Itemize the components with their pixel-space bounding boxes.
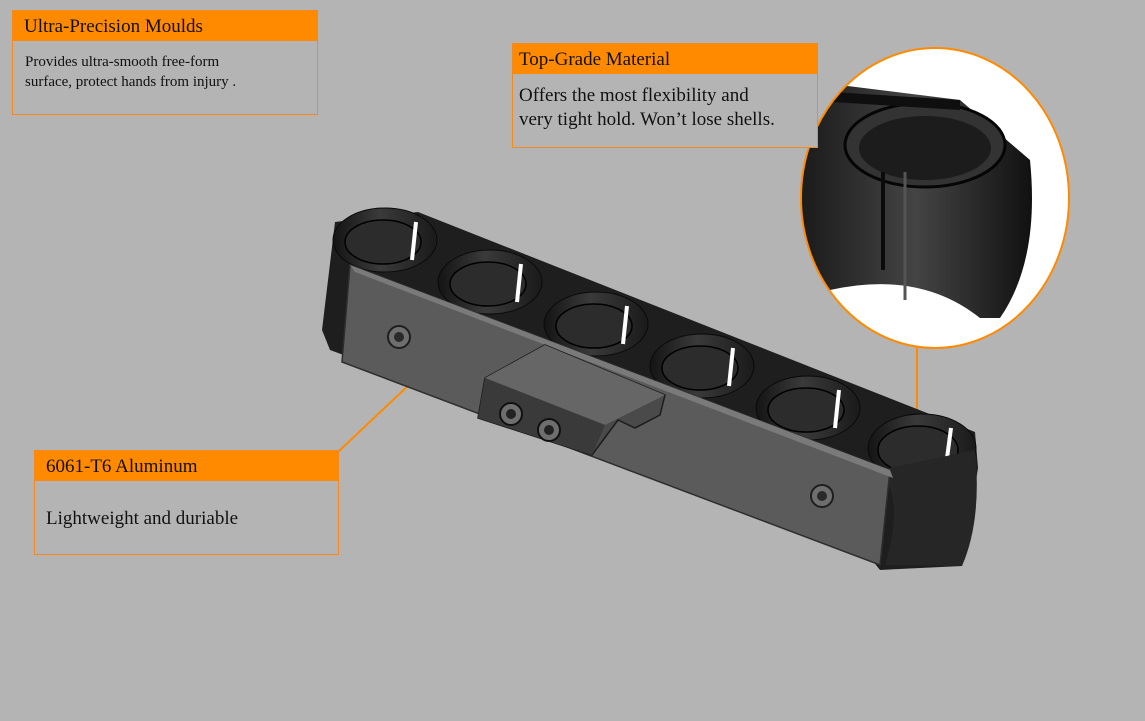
callout-body: Offers the most flexibility and very tig…: [513, 74, 817, 132]
callout-title: Top-Grade Material: [513, 44, 817, 74]
callout-title: Ultra-Precision Moulds: [13, 11, 317, 41]
screw-icon: [810, 484, 834, 508]
screw-icon: [387, 325, 411, 349]
callout-line: Offers the most flexibility and: [519, 85, 749, 106]
callout-title: 6061-T6 Aluminum: [35, 451, 338, 481]
callout-line: surface, protect hands from injury .: [25, 74, 237, 90]
callout-aluminum: 6061-T6 Aluminum Lightweight and duriabl…: [34, 450, 339, 555]
zoom-detail: [800, 47, 1070, 349]
callout-body: Lightweight and duriable: [46, 508, 239, 529]
callout-body: Provides ultra-smooth free-form surface,…: [13, 41, 317, 92]
shell-holder: [322, 207, 978, 570]
mount-clamp: [477, 344, 666, 456]
callout-moulds: Ultra-Precision Moulds Provides ultra-sm…: [12, 10, 318, 115]
callout-material: Top-Grade Material Offers the most flexi…: [512, 43, 818, 148]
callout-line: very tight hold. Won’t lose shells.: [519, 109, 775, 130]
callout-line: Provides ultra-smooth free-form: [25, 54, 220, 70]
